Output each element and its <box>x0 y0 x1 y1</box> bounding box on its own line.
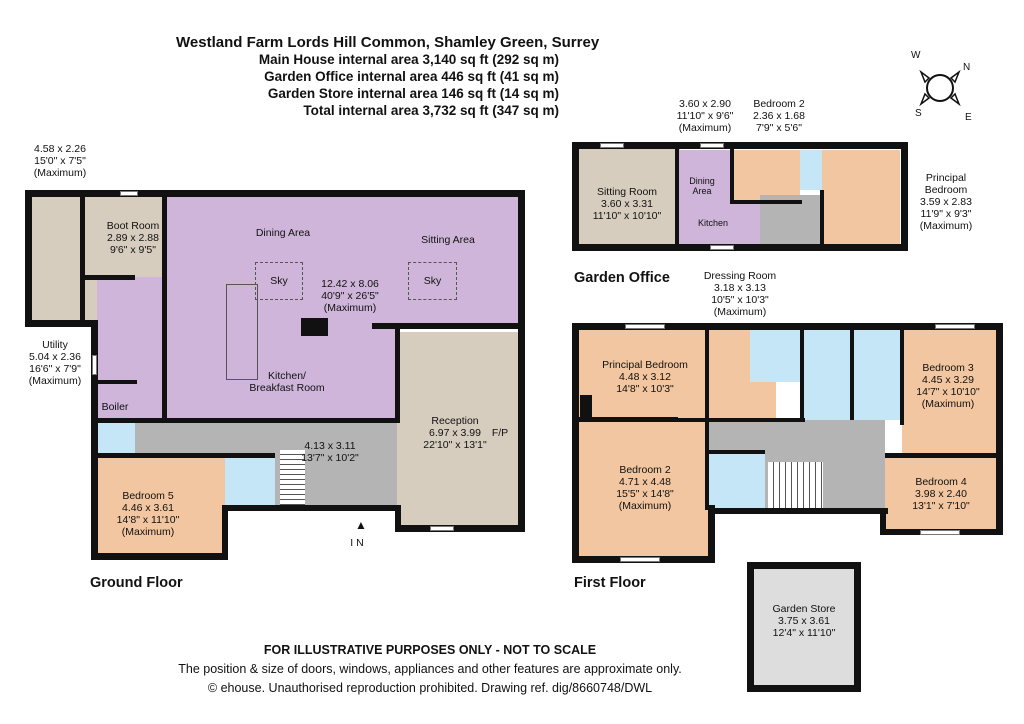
ensuite-bathroom <box>225 455 275 510</box>
property-title: Westland Farm Lords Hill Common, Shamley… <box>176 34 600 51</box>
disclaimer-heading: FOR ILLUSTRATIVE PURPOSES ONLY - NOT TO … <box>263 643 597 657</box>
disclaimer-text: The position & size of doors, windows, a… <box>178 662 682 676</box>
go-kitchen-label: Kitchen <box>697 218 729 228</box>
go-principal-bedroom <box>822 150 900 246</box>
reception-room <box>397 332 520 525</box>
ff-shower-room <box>708 452 765 510</box>
ff-bedroom-3 <box>902 330 997 456</box>
garden-office-title: Garden Office <box>574 270 670 286</box>
cloakroom <box>97 422 135 457</box>
entrance-arrow-icon: ▲ <box>355 518 367 532</box>
entrance-label: I N <box>350 537 364 549</box>
ff-bedroom-2 <box>578 422 708 558</box>
area-garden-store: Garden Store internal area 146 sq ft (14… <box>267 86 559 101</box>
fireplace-label: F/P <box>491 427 509 439</box>
area-main-house: Main House internal area 3,140 sq ft (29… <box>258 52 559 67</box>
staircase <box>280 450 305 505</box>
dining-sitting-area <box>165 197 520 327</box>
utility-room <box>97 277 165 422</box>
area-garden-office: Garden Office internal area 446 sq ft (4… <box>264 69 559 84</box>
bedroom-5 <box>97 457 225 555</box>
ff-ensuite <box>750 330 802 382</box>
copyright-text: © ehouse. Unauthorised reproduction proh… <box>207 681 653 695</box>
first-floor-title: First Floor <box>574 575 646 591</box>
ff-bedroom-4 <box>885 456 997 531</box>
ff-staircase <box>768 462 823 508</box>
ff-principal-bedroom <box>578 330 708 420</box>
kitchen-label: Kitchen/Breakfast Room <box>249 370 325 394</box>
boiler-label: Boiler <box>101 401 129 413</box>
ground-floor-title: Ground Floor <box>90 575 183 591</box>
dining-area-label: Dining Area <box>255 227 311 239</box>
hallway <box>135 420 397 455</box>
kitchen-island <box>226 284 258 380</box>
sitting-area-label: Sitting Area <box>421 234 475 246</box>
ff-ensuite-2 <box>852 330 904 420</box>
garden-store <box>747 562 861 692</box>
skylight: Sky <box>408 262 457 300</box>
boot-room <box>85 197 167 277</box>
skylight: Sky <box>255 262 303 300</box>
compass-icon: W N S E <box>911 50 972 123</box>
area-total: Total internal area 3,732 sq ft (347 sq … <box>303 103 559 118</box>
go-sitting-room <box>572 142 680 250</box>
ff-bathroom <box>802 330 852 420</box>
go-bedroom-2 <box>732 150 800 202</box>
kitchen-breakfast-room <box>165 325 397 422</box>
stove-icon <box>301 318 328 336</box>
